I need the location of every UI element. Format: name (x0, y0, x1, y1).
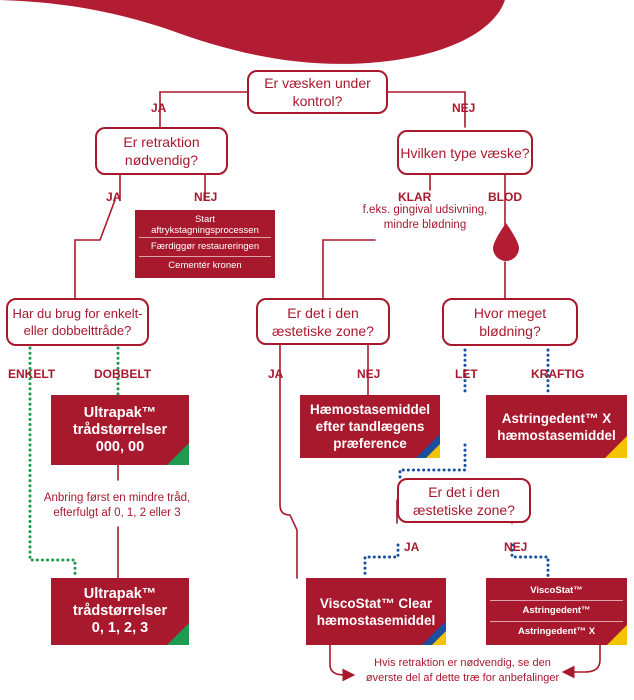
label-let: LET (455, 367, 478, 381)
label-enkelt: ENKELT (8, 367, 56, 381)
ultrapak-sizes: 0, 1, 2, 3 (91, 620, 149, 636)
product-astringedent-x: Astringedent™ X (517, 626, 596, 637)
thread-note: Anbring først en mindre tråd, efterfulgt… (43, 492, 191, 519)
ultrapak-box-small-sizes: Ultrapak™ trådstørrelser 000, 00 (51, 395, 189, 465)
label-ja-left: JA (151, 101, 167, 115)
viscostat-clear-box: ViscoStat™ Clear hæmostasemiddel (306, 578, 446, 645)
yellow-corner (432, 631, 446, 645)
question-fluid-control: Er væsken under kontrol? (247, 70, 388, 114)
label-nej-aesthetic-1: NEJ (357, 367, 381, 381)
step-separator (139, 256, 271, 257)
step-separator (139, 237, 271, 238)
viscostat-clear-text: ViscoStat™ Clear hæmostasemiddel (316, 595, 436, 628)
yellow-corner (607, 625, 627, 645)
label-blod: BLOD (488, 190, 522, 204)
ultrapak-box-large-sizes: Ultrapak™ trådstørrelser 0, 1, 2, 3 (51, 578, 189, 645)
blood-drop-icon (493, 223, 519, 261)
label-kraftig: KRAFTIG (531, 367, 585, 381)
product-astringedent: Astringedent™ (522, 605, 591, 616)
ultrapak-sizes: 000, 00 (95, 438, 145, 455)
step-finish-restoration: Færdiggør restaureringen (150, 241, 260, 252)
question-aesthetic-zone-1: Er det i den æstetiske zone? (256, 298, 390, 345)
label-ja-aesthetic-1: JA (268, 367, 284, 381)
label-nej-retraction: NEJ (194, 190, 218, 204)
question-fluid-type: Hvilken type væske? (397, 130, 533, 175)
footer-note: Hvis retraktion er nødvendig, se den øve… (365, 657, 560, 684)
label-klar: KLAR (398, 190, 432, 204)
step-cement-crown: Cementér kronen (168, 260, 242, 271)
label-dobbelt: DOBBELT (94, 367, 152, 381)
haemostatic-preference-text: Hæmostasemiddel efter tandlægens præfere… (309, 402, 431, 451)
yellow-corner (426, 444, 440, 458)
label-nej-right: NEJ (452, 101, 476, 115)
question-bleeding-amount: Hvor meget blødning? (442, 298, 578, 346)
astringedent-x-box: Astringedent™ X hæmostasemiddel (486, 395, 627, 458)
astringedent-x-text: Astringedent™ X hæmostasemiddel (497, 410, 616, 443)
no-retraction-steps: Start aftrykstagningsprocessen Færdiggør… (135, 210, 275, 278)
heavy-bleeding-product-list: ViscoStat™ Astringedent™ Astringedent™ X (486, 578, 627, 645)
yellow-corner (605, 436, 627, 458)
question-retraction-needed: Er retraktion nødvendig? (95, 127, 228, 175)
step-start-impression: Start aftrykstagningsprocessen (151, 214, 259, 236)
product-separator (490, 621, 623, 622)
ultrapak-title: Ultrapak™ trådstørrelser (72, 586, 168, 619)
label-ja-aesthetic-2: JA (404, 540, 420, 554)
label-ja-retraction: JA (106, 190, 122, 204)
product-viscostat: ViscoStat™ (530, 585, 583, 596)
product-separator (490, 600, 623, 601)
green-corner (167, 443, 189, 465)
question-aesthetic-zone-2: Er det i den æstetiske zone? (397, 478, 531, 523)
label-nej-aesthetic-2: NEJ (504, 540, 528, 554)
question-single-or-double-thread: Har du brug for enkelt- eller dobbelttrå… (6, 298, 149, 346)
green-corner (167, 623, 189, 645)
klar-note: f.eks. gingival udsivning, mindre blødni… (362, 204, 488, 231)
haemostatic-dentist-preference-box: Hæmostasemiddel efter tandlægens præfere… (300, 395, 440, 458)
ultrapak-title: Ultrapak™ trådstørrelser (72, 404, 168, 438)
top-decorative-shape (0, 0, 505, 64)
